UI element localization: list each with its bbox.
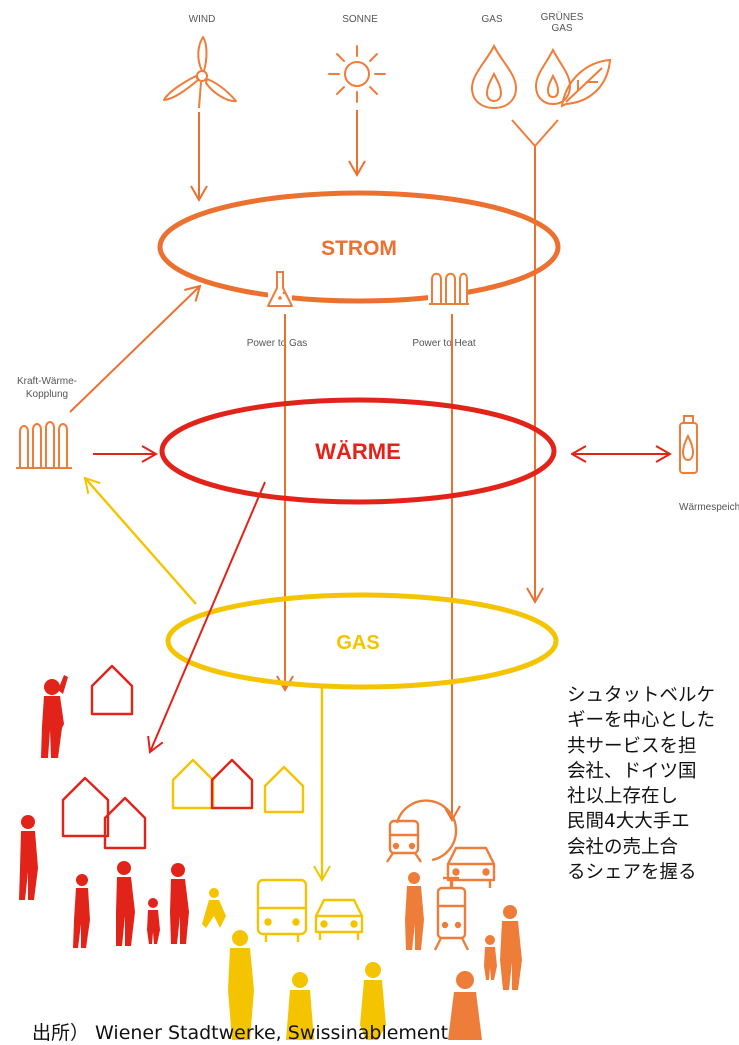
description-line: 共サービスを担: [567, 735, 697, 757]
power-to-heat-label: Power to Heat: [412, 338, 476, 349]
description-line: シュタットベルケ: [567, 685, 716, 706]
kwk-label-line2: Kopplung: [26, 389, 68, 400]
sonne-label: SONNE: [342, 14, 378, 25]
person-silhouette-icon: [500, 905, 522, 990]
house-icon: [263, 765, 305, 814]
gas-ring-label: GAS: [336, 632, 379, 654]
bus-icon: [256, 878, 308, 942]
person-silhouette-icon: [448, 971, 482, 1040]
car-icon: [314, 898, 364, 940]
person-silhouette-icon: [286, 972, 314, 1040]
heat-storage-icon: [679, 415, 698, 474]
house-icon: [210, 758, 254, 810]
description-line: 民間4大大手エ: [567, 811, 690, 833]
kwk-label-line1: Kraft-Wärme-: [17, 376, 77, 387]
gas-flame-icon: [470, 43, 518, 110]
strom-label: STROM: [321, 237, 397, 260]
description-line: 社以上存在し: [567, 786, 679, 808]
description-line: 会社の売上合: [567, 836, 679, 858]
wind-turbine-icon: [163, 36, 237, 109]
flask-icon: [267, 271, 293, 310]
tram-with-circle-icon: [386, 799, 458, 863]
wind-label: WIND: [189, 14, 216, 25]
power-to-gas-label: Power to Gas: [247, 338, 308, 349]
strom-ring: [157, 190, 561, 304]
child-silhouette-icon: [147, 898, 160, 944]
person-silhouette-icon: [19, 815, 38, 900]
description-line: 会社、ドイツ国: [567, 760, 697, 782]
source-note: 出所） Wiener Stadtwerke, Swissinablement: [32, 1022, 449, 1044]
house-icon: [103, 796, 147, 850]
person-silhouette-icon: [228, 930, 254, 1040]
child-silhouette-icon: [484, 935, 497, 980]
arrow-waerme-to-homes: [147, 481, 266, 754]
waerme-label: WÄRME: [315, 439, 401, 464]
person-silhouette-icon: [202, 888, 226, 928]
house-icon: [171, 758, 215, 810]
gas-merge-lines: [511, 119, 559, 148]
person-silhouette-icon: [41, 675, 68, 758]
tram-icon: [433, 876, 470, 951]
waerme-ring: [159, 397, 557, 505]
description-line: ギーを中心とした: [567, 710, 716, 732]
description-text: シュタットベルケ ギーを中心とした 共サービスを担 会社、ドイツ国 社以上存在し…: [567, 683, 739, 886]
waermespeicher-label: Wärmespeicher: [679, 502, 739, 513]
person-silhouette-icon: [73, 874, 90, 948]
person-silhouette-icon: [116, 861, 135, 946]
car-icon: [446, 846, 496, 888]
arrow-gas-to-kwk: [83, 476, 197, 605]
house-icon: [90, 664, 134, 716]
person-silhouette-icon: [405, 872, 424, 950]
house-icon: [61, 776, 110, 838]
green-gas-flame-leaf-icon: [534, 47, 612, 108]
chp-plant-icon: [16, 421, 72, 469]
arrow-kwk-to-strom: [69, 284, 202, 413]
houses-group: [61, 664, 305, 850]
description-line: るシェアを握る: [567, 862, 697, 884]
gas-source-label: GAS: [481, 14, 502, 25]
person-silhouette-icon: [360, 962, 386, 1040]
sun-icon: [328, 45, 386, 103]
person-silhouette-icon: [170, 863, 189, 944]
gruenes-gas-label-line1: GRÜNES: [541, 11, 584, 23]
gas-ring: [165, 592, 559, 690]
gruenes-gas-label-line2: GAS: [551, 23, 572, 34]
heat-pump-icon: [428, 270, 469, 305]
